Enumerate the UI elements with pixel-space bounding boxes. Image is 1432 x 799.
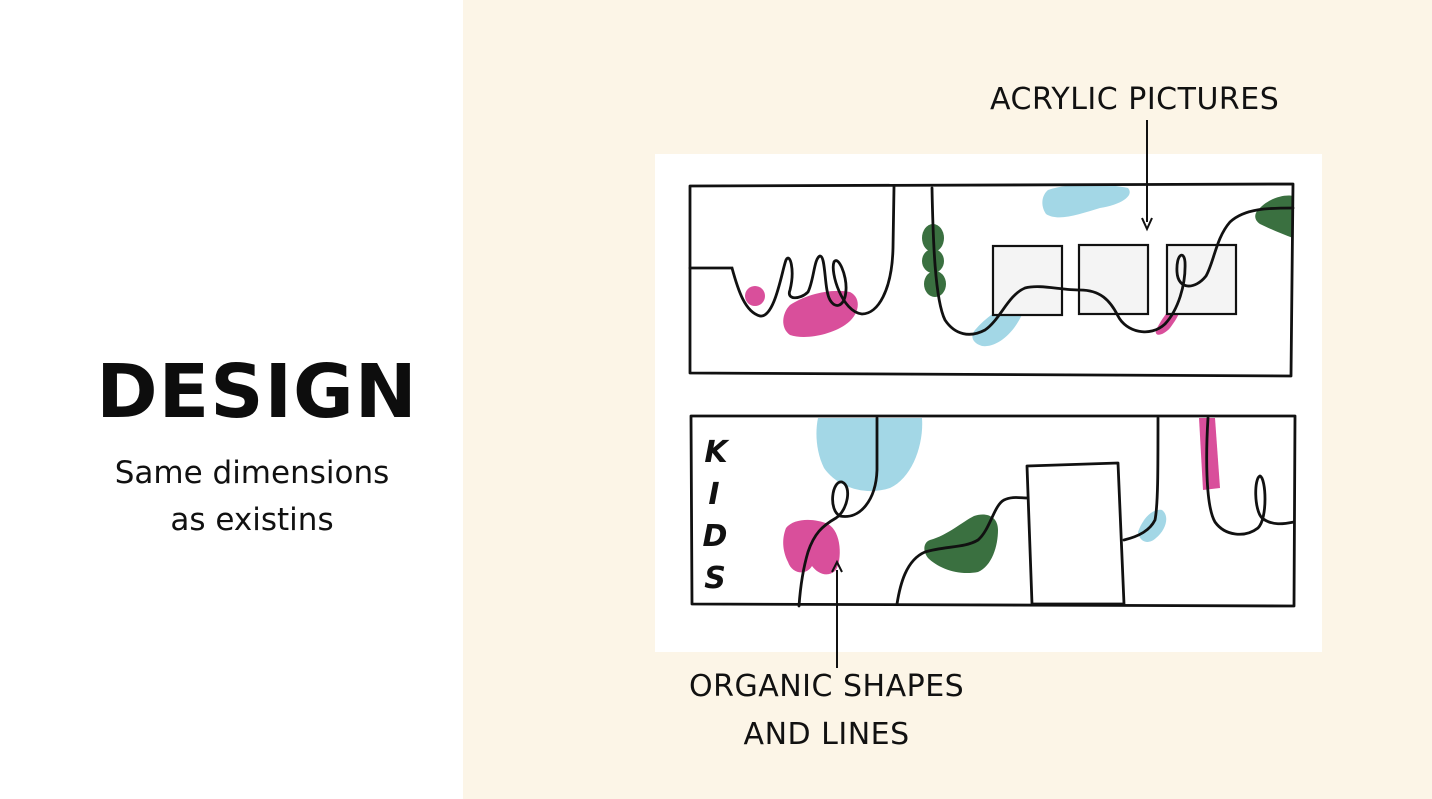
slide-title: DESIGN	[96, 349, 418, 435]
kids-letter-i: I	[708, 477, 719, 512]
sketch-card	[655, 154, 1322, 652]
green-blob	[922, 249, 944, 273]
kids-letter-s: S	[704, 561, 726, 596]
bottom-wall-outline	[689, 414, 1297, 608]
top-wall-sketch	[688, 120, 1295, 378]
organic-line	[930, 186, 1295, 336]
organic-line	[688, 185, 896, 318]
pink-dot	[745, 286, 765, 306]
acrylic-pictures-label: ACRYLIC PICTURES	[990, 82, 1280, 117]
top-wall-outline	[688, 182, 1295, 378]
subtitle-line-2: as existins	[170, 502, 334, 538]
kids-letter-d: D	[703, 519, 728, 554]
acrylic-frame	[1077, 243, 1150, 316]
arrow-head-icon	[831, 559, 843, 573]
kids-letter-k: K	[704, 435, 730, 470]
green-blob	[924, 271, 946, 297]
left-panel	[0, 0, 463, 799]
organic-line	[1205, 416, 1296, 536]
door-outline	[1025, 461, 1126, 606]
arrow-head-icon	[1141, 217, 1153, 232]
slide-subtitle: Same dimensions as existins	[52, 450, 452, 544]
organic-line	[797, 416, 879, 608]
acrylic-frame	[991, 244, 1064, 317]
subtitle-line-1: Same dimensions	[114, 455, 390, 491]
green-blob	[1255, 195, 1293, 238]
organic-shapes-label-line-2: AND LINES	[743, 717, 910, 752]
blue-blob	[816, 418, 923, 492]
organic-shapes-label: ORGANIC SHAPES AND LINES	[689, 663, 964, 759]
blue-blob	[1042, 184, 1130, 218]
organic-shapes-label-line-1: ORGANIC SHAPES	[689, 669, 965, 704]
pink-blob	[783, 290, 858, 337]
pink-blob	[783, 519, 840, 575]
green-blob	[924, 514, 998, 574]
bottom-wall-sketch: K I D S	[689, 414, 1297, 668]
organic-line	[895, 496, 1030, 606]
organic-line	[1122, 416, 1160, 542]
pink-stroke	[1199, 418, 1220, 490]
